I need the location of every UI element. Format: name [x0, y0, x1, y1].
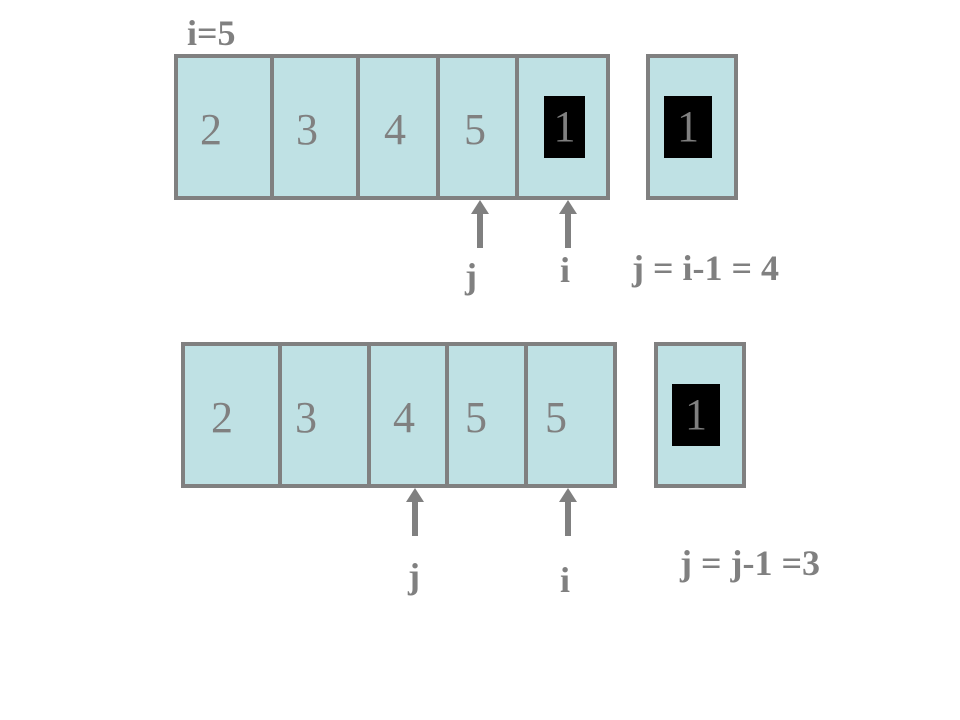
step2-caption: j = j-1 =3 — [680, 543, 820, 583]
step2-value-1: 3 — [295, 393, 317, 442]
step1-value-3: 5 — [464, 105, 486, 154]
step2-value-0: 2 — [211, 393, 233, 442]
step1-cell-0 — [174, 54, 274, 200]
step2-cell-3 — [445, 342, 528, 488]
step1-pointer-j: j — [465, 256, 477, 296]
step2-cell-4 — [524, 342, 617, 488]
step1-caption: j = i-1 = 4 — [632, 248, 780, 288]
step2-value-3: 5 — [465, 393, 487, 442]
step1-key-value: 1 — [664, 96, 712, 158]
step1-title: i=5 — [187, 13, 236, 53]
step1-arrow-j-icon — [471, 200, 489, 248]
step2-value-4: 5 — [545, 393, 567, 442]
step1-value-1: 3 — [296, 105, 318, 154]
step2-cell-1 — [278, 342, 371, 488]
step2-arrow-j-icon — [406, 488, 424, 536]
step1-arrow-i-icon — [559, 200, 577, 248]
step2-arrow-i-icon — [559, 488, 577, 536]
step2-key-value: 1 — [672, 384, 720, 446]
step1-value-0: 2 — [200, 105, 222, 154]
step1-cell-1 — [270, 54, 360, 200]
step2-pointer-i: i — [560, 560, 571, 600]
step1-pointer-i: i — [560, 250, 571, 290]
step1-cell-2 — [356, 54, 440, 200]
step2-pointer-j: j — [408, 556, 420, 596]
step1-value-2: 4 — [384, 105, 406, 154]
step1-value-4-highlighted: 1 — [544, 96, 585, 158]
step2-value-2: 4 — [393, 393, 415, 442]
